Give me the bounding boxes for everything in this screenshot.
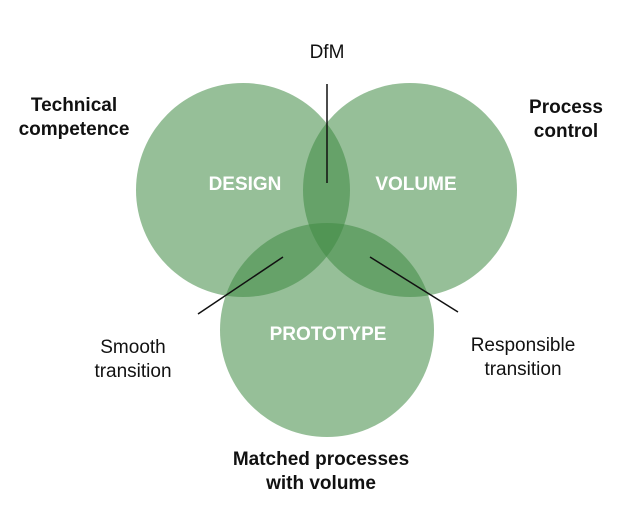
prototype-circle-label: PROTOTYPE (270, 324, 387, 345)
responsible-transition-leader-line (369, 256, 459, 313)
smooth-transition-leader-line (197, 256, 284, 315)
smooth-transition-label: Smooth transition (94, 337, 172, 382)
responsible-transition-label: Responsible transition (470, 335, 576, 380)
design-circle-label: DESIGN (209, 174, 282, 195)
matched-processes-label: Matched processes with volume (232, 449, 410, 494)
technical-competence-label: Technical competence (18, 95, 130, 140)
dfm-label: DfM (309, 42, 345, 63)
prototype-circle (220, 223, 434, 437)
process-control-label: Process control (529, 97, 603, 142)
volume-circle-label: VOLUME (375, 174, 456, 195)
